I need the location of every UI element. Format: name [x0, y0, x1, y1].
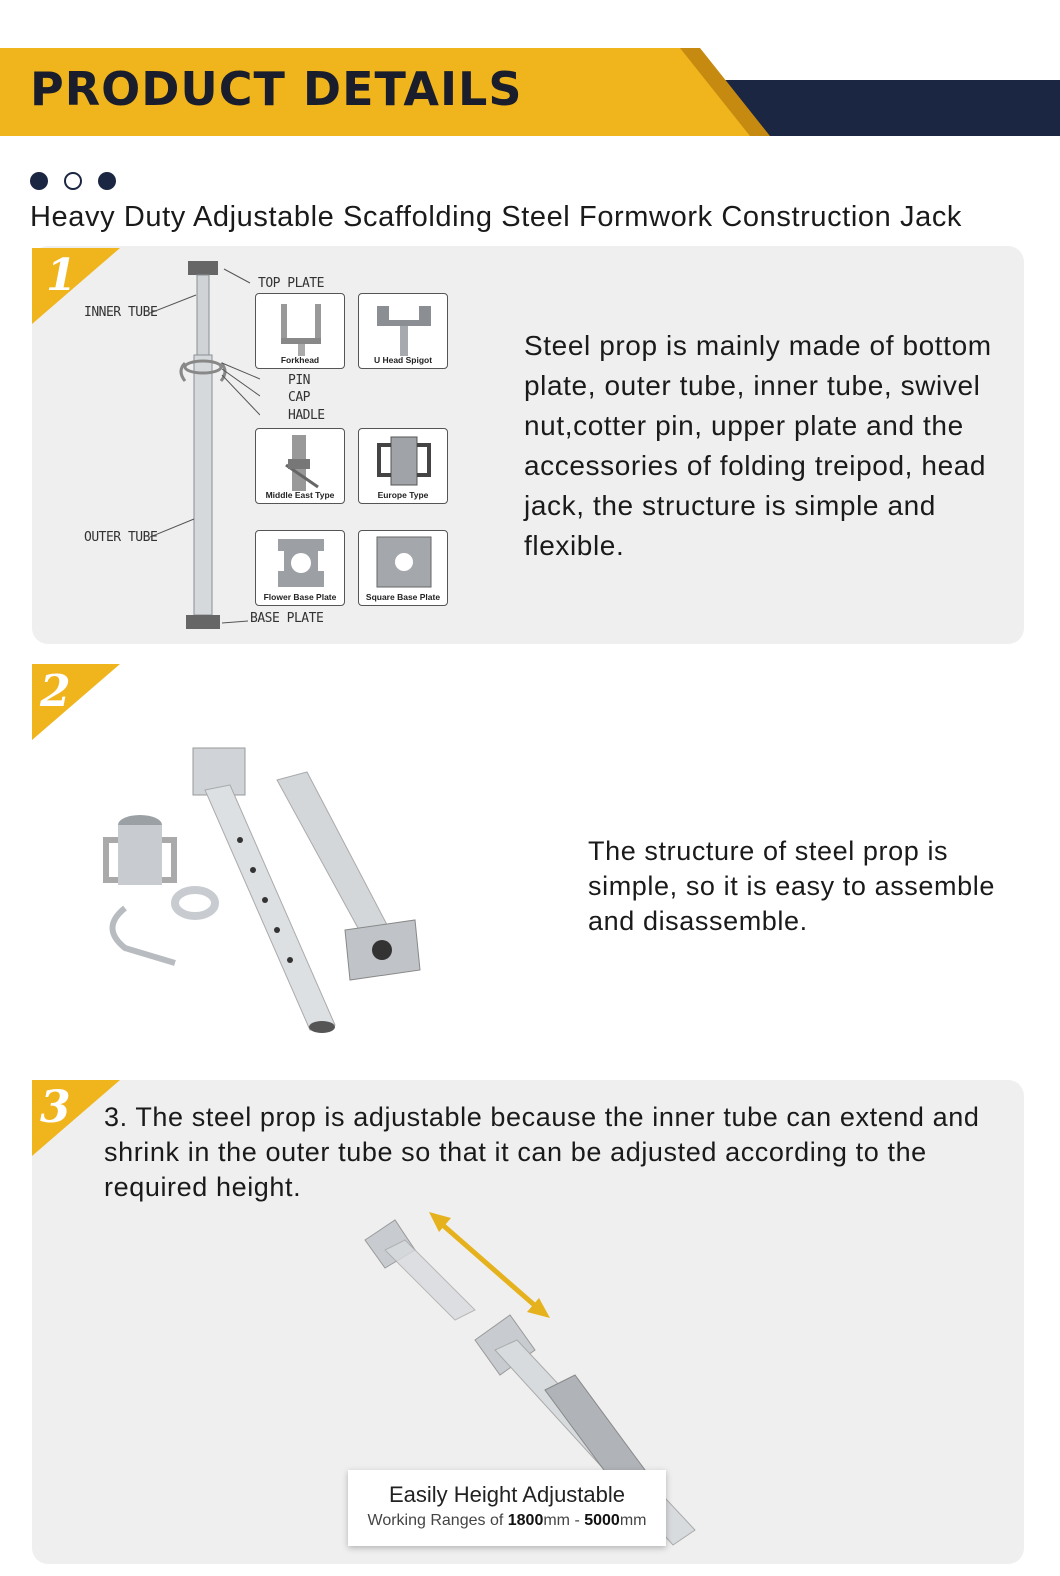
accessory-caption: Middle East Type — [265, 490, 335, 500]
step-3-number: 3 — [40, 1082, 71, 1133]
label-base-plate: BASE PLATE — [250, 611, 324, 626]
label-cap: CAP — [288, 390, 310, 405]
step-1-number: 1 — [46, 250, 77, 301]
label-inner-tube: INNER TUBE — [84, 305, 158, 320]
accessory-square-base-plate: Square Base Plate — [358, 530, 448, 606]
step-2-badge — [32, 664, 120, 740]
page-title: PRODUCT DETAILS — [30, 62, 523, 116]
accessory-caption: U Head Spigot — [373, 355, 433, 365]
accessory-middle-east-type: Middle East Type — [255, 428, 345, 504]
section-3-description: 3. The steel prop is adjustable because … — [104, 1102, 980, 1202]
label-top-plate: TOP PLATE — [258, 276, 324, 291]
range-min: 1800 — [507, 1512, 544, 1529]
label-pin: PIN — [288, 373, 310, 388]
dot-icon — [30, 172, 48, 190]
range-prefix: Working Ranges of — [367, 1512, 504, 1529]
height-adjustable-badge: Easily Height Adjustable Working Ranges … — [348, 1470, 666, 1546]
accessory-u-head-spigot: U Head Spigot — [358, 293, 448, 369]
accessory-flower-base-plate: Flower Base Plate — [255, 530, 345, 606]
dot-icon — [98, 172, 116, 190]
accessory-caption: Flower Base Plate — [263, 592, 337, 602]
accessory-caption: Forkhead — [280, 355, 320, 365]
range-unit: mm - — [543, 1512, 580, 1529]
range-unit: mm — [619, 1512, 647, 1529]
step-1-badge — [32, 248, 120, 324]
header-banner — [0, 48, 1060, 136]
step-2-number: 2 — [40, 666, 71, 717]
step-3-badge — [32, 1080, 120, 1156]
accessory-caption: Square Base Plate — [365, 592, 441, 602]
dot-icon — [64, 172, 82, 190]
section-2-description: The structure of steel prop is simple, s… — [588, 836, 995, 936]
badge-range: Working Ranges of 1800mm - 5000mm — [348, 1512, 666, 1530]
accessory-forkhead: Forkhead — [255, 293, 345, 369]
accessory-europe-type: Europe Type — [358, 428, 448, 504]
section-1-description: Steel prop is mainly made of bottom plat… — [524, 330, 992, 561]
label-hadle: HADLE — [288, 408, 325, 423]
accessory-caption: Europe Type — [377, 490, 429, 500]
range-max: 5000 — [584, 1512, 620, 1529]
steel-prop-diagram — [150, 261, 260, 629]
pagination-dots — [30, 172, 116, 190]
product-subtitle: Heavy Duty Adjustable Scaffolding Steel … — [30, 201, 963, 233]
badge-title: Easily Height Adjustable — [388, 1482, 626, 1507]
prop-components-illustration — [103, 747, 421, 1033]
label-outer-tube: OUTER TUBE — [84, 530, 158, 545]
